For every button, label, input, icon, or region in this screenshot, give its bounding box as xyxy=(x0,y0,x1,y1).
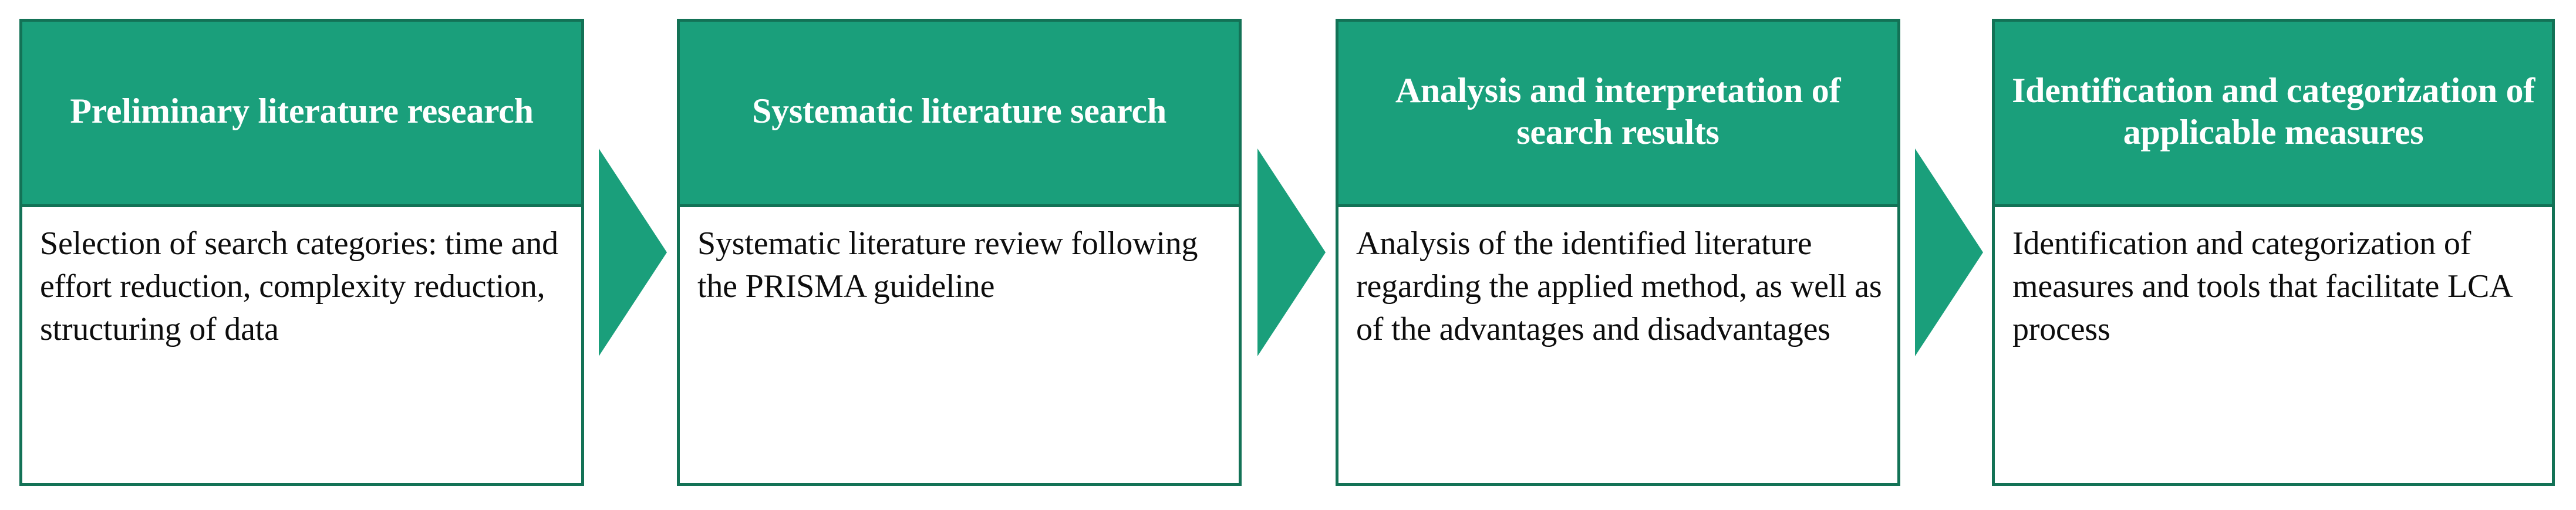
flow-step-2-description: Systematic literature review following t… xyxy=(697,225,1198,305)
arrow-step2-to-step3-icon xyxy=(1257,148,1326,356)
flow-step-4: Identification and categorization of app… xyxy=(1992,19,2555,486)
flow-step-2-body: Systematic literature review following t… xyxy=(680,207,1239,483)
arrow-step3-to-step4-icon xyxy=(1915,148,1983,356)
flow-step-1-header: Preliminary literature research xyxy=(22,22,581,207)
flow-step-4-description: Identification and categorization of mea… xyxy=(2012,225,2511,347)
flow-step-3: Analysis and interpretation of search re… xyxy=(1336,19,1900,486)
flow-step-1-description: Selection of search categories: time and… xyxy=(40,225,558,347)
flow-step-4-title: Identification and categorization of app… xyxy=(2012,71,2535,151)
flow-step-2-header: Systematic literature search xyxy=(680,22,1239,207)
flow-step-3-description: Analysis of the identified literature re… xyxy=(1356,225,1882,347)
flow-step-1-title: Preliminary literature research xyxy=(70,92,534,131)
flow-step-1: Preliminary literature research Selectio… xyxy=(19,19,584,486)
arrow-step1-to-step2-icon xyxy=(599,148,667,356)
flow-step-4-body: Identification and categorization of mea… xyxy=(1995,207,2552,483)
flow-step-2-title: Systematic literature search xyxy=(752,92,1166,131)
flow-step-1-body: Selection of search categories: time and… xyxy=(22,207,581,483)
flow-step-2: Systematic literature search Systematic … xyxy=(677,19,1242,486)
flow-step-3-header: Analysis and interpretation of search re… xyxy=(1338,22,1897,207)
flow-step-3-body: Analysis of the identified literature re… xyxy=(1338,207,1897,483)
flow-step-3-title: Analysis and interpretation of search re… xyxy=(1395,71,1841,151)
flow-step-4-header: Identification and categorization of app… xyxy=(1995,22,2552,207)
